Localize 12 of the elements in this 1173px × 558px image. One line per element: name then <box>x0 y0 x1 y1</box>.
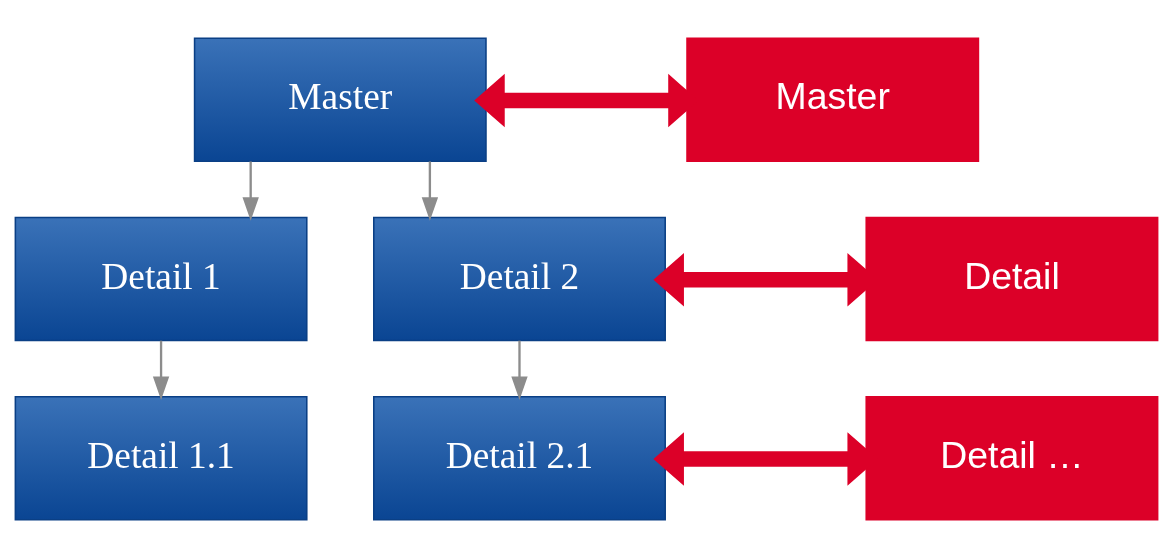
node-box: Detail 1 <box>14 216 308 342</box>
node-box: Master <box>686 37 980 163</box>
arrow <box>511 340 528 400</box>
arrow <box>421 161 439 221</box>
node-box: Detail 1.1 <box>14 395 308 521</box>
node-box: Detail 2.1 <box>373 395 666 521</box>
node-box: Master <box>193 37 487 163</box>
node-box: Detail … <box>865 395 1159 521</box>
node-box: Detail 2 <box>373 216 666 342</box>
node-box: Detail <box>865 216 1159 342</box>
arrow <box>242 161 259 221</box>
arrow <box>152 340 170 400</box>
